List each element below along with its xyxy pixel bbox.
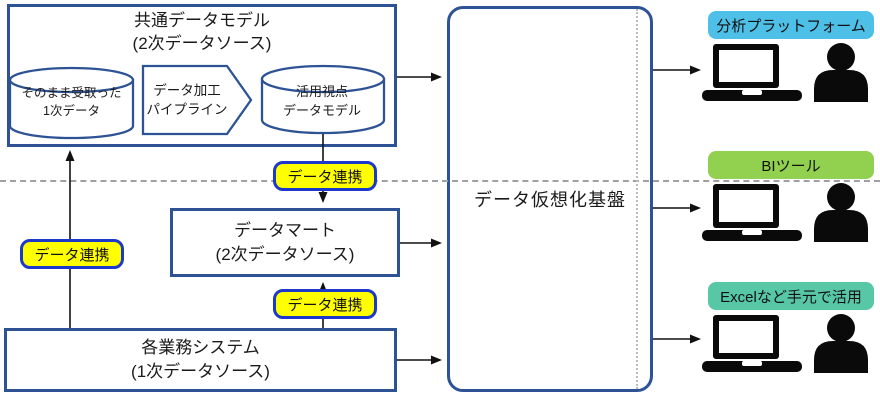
- excel-user-icons: [700, 313, 880, 375]
- data-link-badge-model-to-datamart: データ連携: [273, 161, 377, 191]
- bi-tool-label: BIツール: [708, 151, 874, 179]
- analytics-user-icons: [700, 42, 880, 104]
- horizontal-dashed-divider: [0, 180, 880, 182]
- data-virtualization-platform-label: データ仮想化基盤: [474, 190, 626, 210]
- common-model-box-title: 共通データモデル (2次データソース): [132, 11, 272, 53]
- analytics-platform-label: 分析プラットフォーム: [708, 11, 874, 39]
- data-virtualization-platform-box: データ仮想化基盤: [447, 6, 653, 392]
- data-link-badge-systems-to-datamart: データ連携: [273, 289, 377, 319]
- bi-user-icons: [700, 182, 880, 244]
- pipeline-chevron-label: データ加工 パイプライン: [146, 83, 228, 117]
- consumer-excel-local: Excelなど手元で活用: [700, 282, 880, 378]
- person-icon: [814, 183, 868, 242]
- datamart-box: データマート (2次データソース): [170, 208, 400, 277]
- model-data-cylinder-label: 活用視点 データモデル: [282, 84, 361, 118]
- raw-data-cylinder-label: そのまま受取った 1次データ: [21, 86, 122, 118]
- business-systems-box: 各業務システム (1次データソース): [4, 328, 397, 392]
- laptop-icon: [702, 44, 802, 101]
- data-link-badge-systems-to-common-model: データ連携: [20, 239, 124, 269]
- laptop-icon: [702, 184, 802, 241]
- laptop-icon: [702, 315, 802, 372]
- business-systems-box-label: 各業務システム (1次データソース): [131, 338, 270, 381]
- consumer-bi-tool: BIツール: [700, 151, 880, 247]
- person-icon: [814, 314, 868, 373]
- consumer-analytics-platform: 分析プラットフォーム: [700, 11, 880, 107]
- vertical-dotted-divider: [636, 9, 638, 389]
- person-icon: [814, 43, 868, 102]
- datamart-box-label: データマート (2次データソース): [215, 220, 355, 264]
- excel-local-label: Excelなど手元で活用: [708, 282, 874, 310]
